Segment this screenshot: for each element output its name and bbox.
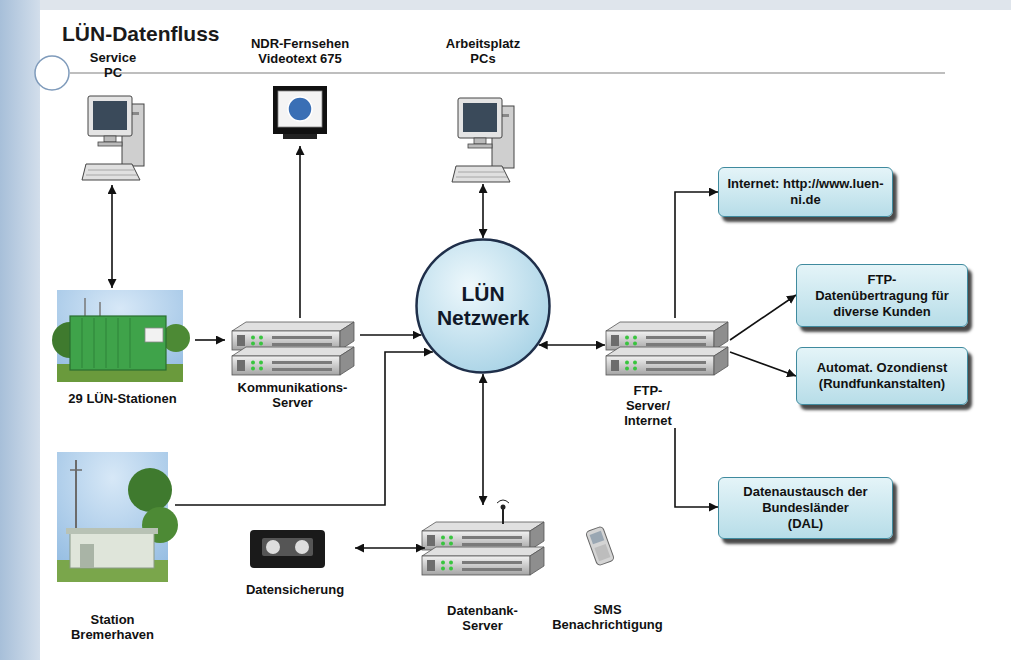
flow-arrow (111, 185, 113, 288)
network-circle-shape (417, 240, 550, 373)
server-unit (606, 347, 728, 375)
station-node: Station Bremerhaven (50, 450, 175, 642)
photo-tree (128, 468, 172, 512)
service-box: Automat. Ozondienst (Rundfunkanstalten) (796, 347, 968, 405)
network-circle: LÜN Netzwerk (415, 238, 551, 374)
diagram-title: LÜN-Datenfluss (62, 22, 220, 46)
flow-arrow (539, 344, 605, 346)
flow-arrow (675, 428, 718, 507)
flow-arrow (175, 352, 433, 505)
title-bullet (35, 56, 69, 90)
container-rib (82, 318, 83, 368)
icon-label: Arbeitsplatz PCs (436, 36, 530, 66)
service-box: Internet: http://www.luen-ni.de (718, 167, 893, 217)
tape-reel (266, 540, 280, 554)
server-unit (422, 522, 544, 550)
air-conditioner (145, 328, 163, 342)
tape-cassette (250, 530, 325, 568)
container-rib (118, 318, 119, 368)
phone-node: SMS Benachrichtigung (545, 522, 670, 632)
pc-icon (452, 98, 514, 182)
building-roof (66, 528, 158, 534)
icon-label: Station Bremerhaven (57, 612, 169, 642)
tv-frame (273, 86, 327, 134)
server-unit (232, 322, 354, 350)
network-label: LÜN Netzwerk (427, 282, 539, 330)
antenna-tip (501, 505, 506, 510)
tv-stand (283, 134, 317, 139)
phone-icon (585, 526, 614, 566)
tv-node: NDR-Fernsehen Videotext 675 (235, 36, 365, 146)
icon-label: Service PC (82, 50, 144, 80)
flow-arrow (730, 352, 796, 376)
tv-screen (278, 91, 322, 127)
flow-arrow (299, 146, 301, 318)
top-strip (0, 0, 1011, 10)
phone-display (590, 531, 605, 545)
server-unit (232, 347, 354, 375)
tv-logo (288, 97, 312, 121)
tape-reel (295, 540, 309, 554)
photo-antenna (84, 298, 86, 318)
mast-arm (70, 469, 82, 471)
station-building (70, 532, 154, 568)
icon-label: SMS Benachrichtigung (545, 602, 670, 632)
flow-arrow (195, 339, 225, 341)
station-container (70, 316, 166, 370)
workstation-node: Arbeitsplatz PCs (433, 36, 533, 184)
flow-arrow (730, 295, 796, 340)
icon-label: NDR-Fernsehen Videotext 675 (235, 36, 365, 66)
station-node: 29 LÜN-Stationen (50, 288, 195, 406)
flow-arrow (360, 334, 422, 336)
flow-arrow (482, 184, 484, 238)
tape-window (262, 538, 313, 556)
pc-icon (82, 96, 144, 180)
flow-arrow (355, 547, 425, 549)
backup-node: Datensicherung (235, 525, 355, 597)
icon-label: FTP- Server/ Internet (613, 383, 683, 428)
box-label: Internet: http://www.luen-ni.de (727, 176, 884, 208)
phone-body (585, 526, 614, 566)
service-box: FTP- Datenübertragung für diverse Kunden (796, 264, 968, 327)
icon-label: Datenbank- Server (435, 603, 530, 633)
container-rib (106, 318, 107, 368)
workstation-node: Service PC (68, 50, 158, 185)
side-bar (0, 0, 40, 660)
server-unit (606, 322, 728, 350)
building-door (80, 544, 94, 568)
flow-arrow (675, 192, 718, 318)
icon-label: Datensicherung (246, 582, 344, 597)
container-rib (130, 318, 131, 368)
photo-sky (57, 290, 183, 382)
icon-label: Kommunikations- Server (229, 380, 357, 410)
service-box: Datenaustausch der Bundesländer (DAL) (718, 477, 893, 539)
title-rule (70, 72, 945, 74)
flow-arrow (482, 374, 484, 505)
antenna (502, 507, 504, 524)
box-label: FTP- Datenübertragung für diverse Kunden (810, 272, 955, 320)
server-node: Datenbank- Server (425, 505, 540, 633)
box-label: Automat. Ozondienst (Rundfunkanstalten) (805, 360, 959, 392)
phone-keys (594, 544, 610, 561)
antenna-wave (497, 500, 509, 503)
container-rib (94, 318, 95, 368)
icon-label: 29 LÜN-Stationen (68, 391, 176, 406)
server-unit (422, 547, 544, 575)
server-node: FTP- Server/ Internet (605, 318, 730, 428)
box-label: Datenaustausch der Bundesländer (DAL) (743, 484, 868, 532)
server-node: Kommunikations- Server (225, 318, 360, 410)
